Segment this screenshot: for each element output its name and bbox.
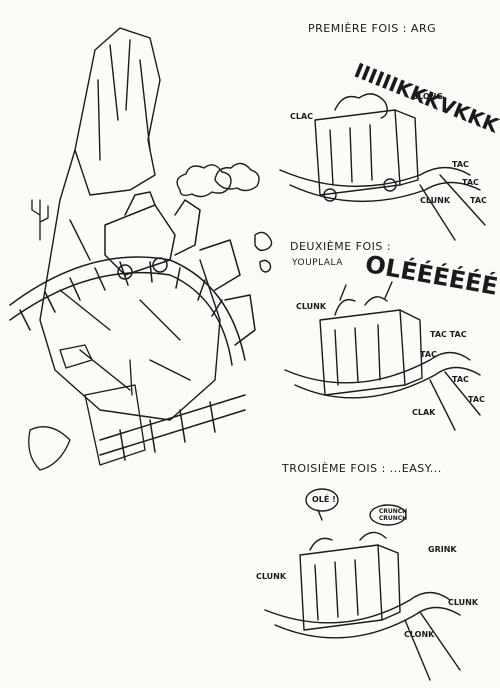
sfx-tac-5: TAC (452, 375, 469, 384)
bubble-ole: OLÉ ! (312, 495, 336, 504)
panel-1-caption: PREMIÈRE FOIS : ARG (308, 22, 437, 35)
sfx-tac-tac: TAC TAC (430, 330, 467, 339)
panel-2-art (284, 281, 481, 431)
sfx-tac-2: TAC (462, 178, 479, 187)
sfx-tac-4: TAC (420, 350, 437, 359)
main-rails (9, 256, 246, 461)
panel-3-caption: TROISIÈME FOIS : ...EASY... (282, 462, 442, 475)
sfx-blong: BLONG (412, 92, 443, 101)
sfx-clunk-1: CLUNK (420, 196, 451, 205)
sfx-clunk-4: CLUNK (448, 598, 479, 607)
sfx-grink: GRINK (428, 545, 457, 554)
sfx-clak: CLAK (412, 408, 436, 417)
panel-2-subcaption: YOUPLALA (292, 258, 343, 268)
rock-spire (39, 27, 221, 421)
sfx-clunk-2: CLUNK (296, 302, 327, 311)
cactus (31, 199, 49, 241)
panel-2-caption: DEUXIÈME FOIS : (290, 240, 392, 253)
panel-3-art (264, 488, 461, 681)
panel-1-art (279, 93, 486, 241)
sfx-tac-6: TAC (468, 395, 485, 404)
sfx-tac-3: TAC (470, 196, 487, 205)
bubble-crunch: CRUNCH CRUNCH (378, 508, 408, 522)
steam-clouds (176, 162, 273, 273)
sfx-clac: CLAC (290, 112, 314, 121)
sfx-clunk-3: CLUNK (256, 572, 287, 581)
wreckage (28, 344, 146, 471)
sfx-tac-1: TAC (452, 160, 469, 169)
sfx-clonk: CLONK (404, 630, 435, 639)
